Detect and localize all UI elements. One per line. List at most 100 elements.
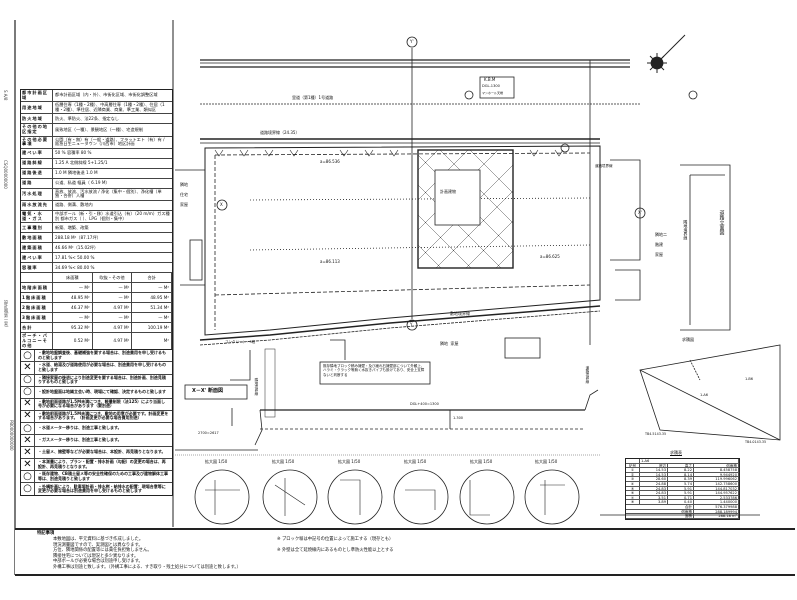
condition-item: ✕・水道、給湯及び道路使用が必要な場合は、別途費用を申し受けるものと致します: [21, 362, 172, 375]
area-table-title: 求積表: [670, 450, 682, 455]
row-value: 50 % 容積率 80 %: [55, 150, 92, 156]
detail-label: 拡大図 1/50: [205, 459, 228, 464]
condition-item: ✕・ガスメーター移りは、別途工事と致します。: [21, 435, 172, 448]
floor-area-row: 3階床面積— M²— M²— M²: [21, 313, 173, 324]
condition-mark: ○: [21, 423, 35, 435]
cell: 28.60: [640, 477, 668, 481]
note-line: 隣接住宅については現況と多少異なります。: [53, 553, 139, 559]
cell: 高さ: [668, 463, 694, 468]
header-cell: 吹抜・その他: [93, 273, 133, 283]
conditions-list: ○・敷地地盤調査後、基礎補強を要する場合は、別途費用を申し受けるものと致します✕…: [20, 350, 173, 497]
left-info-panel: 都市計画区域都市計画区域（内・外）、市街化区域、市街化調整区域用途地域低層住専（…: [20, 89, 173, 497]
cell: — M²: [53, 283, 93, 293]
row-value: 1.25 A 北側斜線 5+1.25/1: [55, 160, 108, 166]
row-label: 道路斜線: [21, 158, 53, 168]
cell: 24.83: [640, 491, 668, 495]
row-value: 直放、放流、汚水放流 / 浄化（集中・個別）、浄化槽（単独・合併）人槽: [55, 188, 162, 199]
condition-mark: ✕: [21, 410, 35, 423]
cell: ②: [626, 472, 640, 477]
cell: 9.944920: [694, 472, 739, 477]
cell: M²: [132, 333, 173, 350]
neighbor-right: 隣地二階建家屋: [655, 232, 667, 257]
cell: 576.379988: [694, 504, 739, 509]
triangle-label: 1-A6: [700, 393, 709, 397]
special-notes: 特記事項 本敷地図は、平元資料に基づき作成しました。現況測量図ですので、実測図と…: [15, 528, 795, 576]
row-label: 建ぺい率: [21, 253, 53, 263]
area-row: 記号底辺高さ倍面積: [626, 463, 739, 469]
condition-mark: ○: [21, 350, 35, 362]
condition-item: ✕・敷地前面道路が1.5M未満につき、敷地の用意が必要です。計画変更をする場合が…: [21, 410, 172, 424]
condition-item: ○・隣接家屋の後退により別途変更を要する場合は、別途計画、別途見積りするものと致…: [21, 374, 172, 387]
cell: 46.37 M²: [53, 303, 93, 313]
section-left-dim: 2700=2617: [198, 431, 219, 435]
summary-row: 用途地域低層住専（1種・2種）、中高層住専（1種・2種）、住居（1種・2種）、準…: [21, 102, 172, 115]
condition-text: ・設計地盤面は地縄立会い時、現場にて確認、決定するものと致します: [38, 388, 166, 394]
summary-row: 都市計画区域都市計画区域（内・外）、市街化区域、市街化調整区域: [21, 90, 172, 103]
row-value: 34.69 %< 80.00 %: [55, 264, 95, 270]
cell: ⑥: [626, 491, 640, 495]
note-line: ※ 外壁は全て延焼線内にあるものとし準防火性能以上とする: [277, 548, 394, 554]
cell: 合計: [21, 323, 53, 333]
road-boundary-label: 道路境界線（24.35）: [260, 130, 300, 135]
header-cell: 合計: [132, 273, 173, 283]
right-elevation-label: 道路立面図: [718, 210, 725, 235]
cell: 倍面積: [694, 463, 739, 468]
condition-item: ○・外構計画により、駐車場計画・排水桝・給排水の配置：現場合意等に変更が必要な場…: [21, 483, 172, 496]
row-label: その他の地区指定: [21, 124, 53, 136]
summary-row: その他必要事項公園（有・無）有（一般・道路）、フラットエト（有）有 / 阪急日生…: [21, 136, 172, 149]
condition-mark: ✕: [21, 447, 35, 459]
row-value: 288.18 M²（87.17坪）: [55, 234, 101, 240]
cell: 144.957622: [694, 491, 739, 495]
row-value: 公道、私道 幅員（ 6.19 M）: [55, 180, 110, 186]
cell: 0.52 M²: [53, 333, 93, 350]
cell: — M²: [53, 313, 93, 323]
row-value: 防火、準防火、法22条、指定なし: [55, 115, 119, 121]
detail-label: 拡大図 1/50: [338, 459, 361, 464]
dim-label: a=86.113: [320, 259, 340, 264]
row-label: その他必要事項: [21, 136, 53, 148]
row-label: 雨水放流先: [21, 201, 53, 211]
condition-item: ○・敷地地盤調査後、基礎補強を要する場合は、別途費用を申し受けるものと致します: [21, 350, 172, 363]
detail-label: 拡大図 1/50: [470, 459, 493, 464]
cell: [626, 459, 640, 463]
cell: 142.758600: [694, 481, 739, 486]
cell: 24.88: [640, 481, 668, 486]
cell: ①: [626, 468, 640, 472]
cell: 48.95 M²: [132, 293, 173, 303]
summary-row: 雨水放流先道路、側溝、敷地内: [21, 201, 172, 212]
cell: — M²: [93, 293, 133, 303]
row-value: 中部ボール（新・引・移）水道引込（有）（20 m/m）ガス種別 都市ガス（ ）、…: [55, 211, 170, 221]
condition-mark: ○: [21, 374, 35, 386]
cell: ⑦: [626, 495, 640, 500]
cell: 5.91: [668, 491, 694, 495]
summary-table: 都市計画区域都市計画区域（内・外）、市街化区域、市街化調整区域用途地域低層住専（…: [20, 89, 173, 351]
row-label: 用途地域: [21, 102, 53, 114]
condition-mark: ✕: [21, 362, 35, 374]
note-line: 現況測量図ですので、実測図とは異なります。: [53, 542, 143, 548]
cell: 合計: [626, 504, 694, 509]
row-label: 工事種別: [21, 223, 53, 233]
condition-mark: ✕: [21, 398, 35, 410]
condition-item: ✕・土留メ、擁壁等などが必要な場合は、本設計、再見積りとなります。: [21, 447, 172, 460]
cell: 100.19 M²: [132, 323, 173, 333]
cell: 5.74: [668, 481, 694, 486]
row-label: 敷地面積: [21, 233, 53, 243]
header-cell: 床面積: [53, 273, 93, 283]
condition-text: ・外構計画により、駐車場計画・排水桝・給排水の配置：現場合意等に変更が必要な場合…: [38, 483, 166, 494]
cell: 8.39: [668, 477, 694, 481]
condition-text: ・隣接家屋の後退により別途変更を要する場合は、別途計画、別途見積りするものと致し…: [38, 374, 166, 385]
condition-text: ・既存建物、CB積土留メ等の安全性確保のための工事及び建物解体工事等は、別途見積…: [38, 471, 168, 481]
cell: 記号: [626, 463, 640, 468]
